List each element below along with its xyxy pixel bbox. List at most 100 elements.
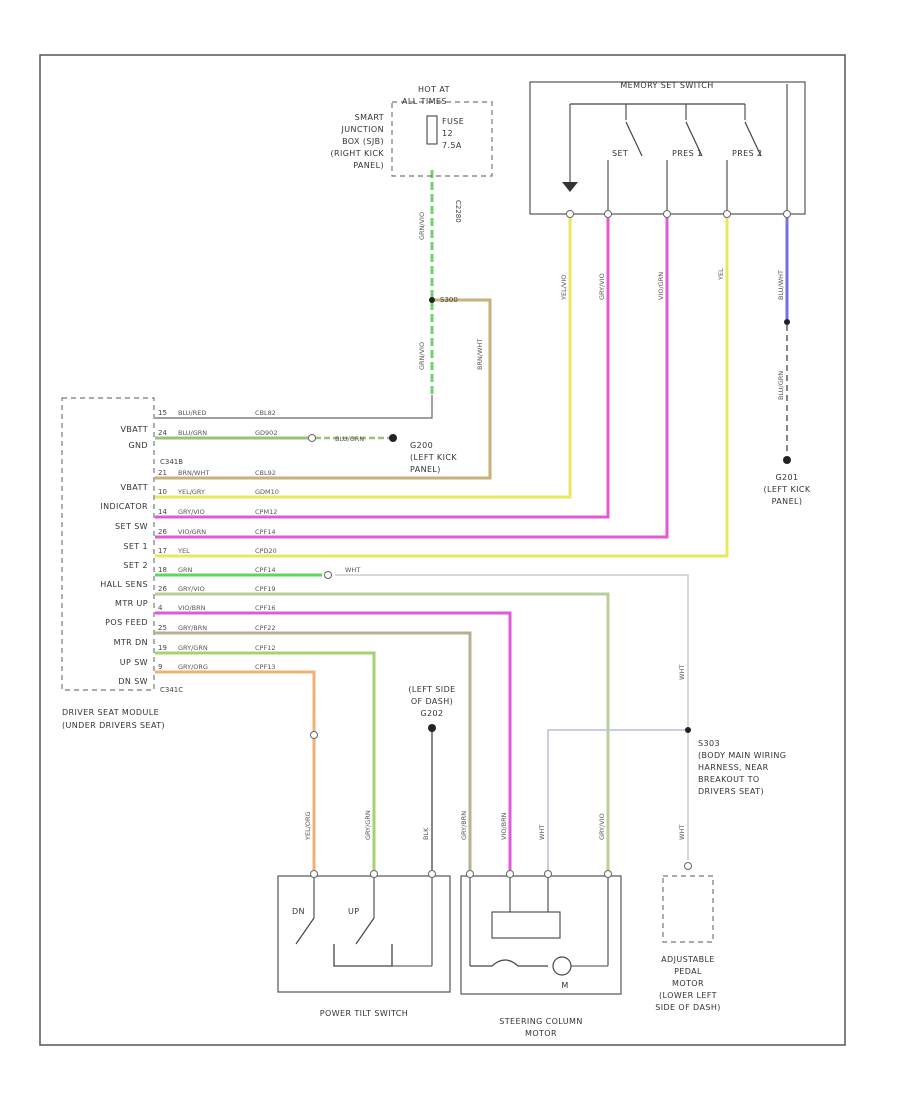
motor-winding bbox=[470, 959, 548, 967]
fuse-line-0: FUSE bbox=[442, 117, 464, 126]
hot-at-line2: ALL TIMES bbox=[402, 97, 447, 106]
wire-set-sw bbox=[155, 215, 610, 519]
g201-line-0: G201 bbox=[775, 473, 798, 482]
wire-mtr-up bbox=[155, 592, 610, 870]
fuse-connector: C2280 bbox=[454, 200, 462, 223]
pin-dot-mem-4 bbox=[723, 210, 731, 218]
s300-left-color: GRN/VIO bbox=[418, 342, 426, 370]
pin-9: 9 bbox=[158, 663, 162, 671]
tilt-wire-0: YEL/ORG bbox=[304, 811, 312, 841]
circuit-dn-sw: CPF13 bbox=[255, 663, 275, 671]
fuse-line-1: 12 bbox=[442, 129, 453, 138]
g200-line-1: (LEFT KICK bbox=[410, 453, 457, 462]
memory-wire-3: VIO/GRN bbox=[657, 272, 665, 300]
pin-26a: 26 bbox=[158, 528, 167, 536]
wire-s303-motor bbox=[547, 729, 688, 870]
pin-dot-tilt-1 bbox=[310, 870, 318, 878]
dsm-label-pos-feed: POS FEED bbox=[105, 618, 148, 627]
pin-dot-tilt-3 bbox=[428, 870, 436, 878]
indicator-led-icon bbox=[562, 182, 578, 192]
fuse-symbol bbox=[426, 115, 438, 145]
wire-hall-white bbox=[335, 574, 689, 860]
color-dn-sw: GRY/ORG bbox=[178, 663, 208, 671]
splice-s303: WHT S303 (BODY MAIN WIRING HARNESS, NEAR… bbox=[678, 665, 786, 840]
color-vbatt-15: BLU/RED bbox=[178, 409, 206, 417]
dsm-circuits: CBL82 GD902 CBL92 GDM10 CPM12 CPF14 CPD2… bbox=[255, 409, 279, 671]
g202-ground-icon bbox=[428, 724, 436, 732]
pin-18: 18 bbox=[158, 566, 167, 574]
column-wire-2: WHT bbox=[538, 825, 546, 840]
switch-label-pres1: PRES 1 bbox=[672, 149, 703, 158]
circuit-mtr-up: CPF19 bbox=[255, 585, 275, 593]
g200-ground-icon bbox=[389, 434, 397, 442]
s303-line-1: (BODY MAIN WIRING bbox=[698, 751, 786, 760]
hall-wire-color: WHT bbox=[345, 566, 360, 574]
color-gnd: BLU/GRN bbox=[178, 429, 207, 437]
dsm-pin-numbers: 15 24 21 10 14 26 17 18 26 4 25 19 9 bbox=[158, 409, 167, 671]
s300-label: S300 bbox=[440, 296, 458, 304]
color-vbatt-21: BRN/WHT bbox=[178, 469, 209, 477]
pedal-line-2: MOTOR bbox=[672, 979, 704, 988]
diagram-frame bbox=[39, 54, 846, 1046]
memory-switch-title: MEMORY SET SWITCH bbox=[620, 81, 713, 90]
fuse-line-2: 7.5A bbox=[442, 141, 462, 150]
adjustable-pedal-motor: ADJUSTABLE PEDAL MOTOR (LOWER LEFT SIDE … bbox=[655, 875, 720, 1012]
column-motor-outline bbox=[460, 875, 622, 995]
column-wire-1: VIO/BRN bbox=[500, 812, 508, 840]
tilt-up-blade bbox=[355, 917, 375, 945]
pin-dot-dn-inline bbox=[310, 731, 318, 739]
motor-icon bbox=[552, 956, 572, 976]
pin-dot-mem-3 bbox=[663, 210, 671, 218]
column-name-line-1: MOTOR bbox=[525, 1029, 557, 1038]
tilt-wire-1: GRY/GRN bbox=[364, 810, 372, 840]
g202-line-1: OF DASH) bbox=[411, 697, 453, 706]
color-up-sw: GRY/GRN bbox=[178, 644, 208, 652]
pin-dot-pedal bbox=[684, 862, 692, 870]
color-set-1: VIO/GRN bbox=[178, 528, 206, 536]
pin-dot-gnd-inline bbox=[308, 434, 316, 442]
switch-blade-pres2 bbox=[744, 121, 762, 157]
pin-25: 25 bbox=[158, 624, 167, 632]
sjb-line-2: BOX (SJB) bbox=[342, 137, 384, 146]
circuit-indicator: GDM10 bbox=[255, 488, 279, 496]
g201-ground-icon bbox=[783, 456, 791, 464]
s303-line-2: HARNESS, NEAR bbox=[698, 763, 769, 772]
pin-dot-mem-1 bbox=[566, 210, 574, 218]
motor-symbol: M bbox=[561, 981, 568, 990]
g201-wire-color: BLU/GRN bbox=[777, 371, 785, 400]
color-set-sw: GRY/VIO bbox=[178, 508, 205, 516]
dsm-label-vbatt-21: VBATT bbox=[121, 483, 148, 492]
dsm-label-vbatt-15: VBATT bbox=[121, 425, 148, 434]
dsm-label-indicator: INDICATOR bbox=[100, 502, 148, 511]
g200-line-0: G200 bbox=[410, 441, 433, 450]
g201-line-2: PANEL) bbox=[772, 497, 803, 506]
s303-up-color: WHT bbox=[678, 665, 686, 680]
dsm-label-dn-sw: DN SW bbox=[118, 677, 148, 686]
hall-sensor-block bbox=[491, 911, 561, 939]
wire-set-1 bbox=[155, 215, 669, 539]
switch-blade-pres1 bbox=[685, 121, 703, 157]
pedal-motor-outline bbox=[662, 875, 714, 943]
wire-set-2 bbox=[155, 215, 729, 558]
circuit-mtr-dn: CPF22 bbox=[255, 624, 275, 632]
connector-pins bbox=[308, 210, 791, 878]
wires bbox=[155, 170, 789, 870]
circuit-set-sw: CPM12 bbox=[255, 508, 277, 516]
wire-up-sw bbox=[155, 651, 376, 870]
dsm-name-line-1: (UNDER DRIVERS SEAT) bbox=[62, 721, 165, 730]
column-name-line-0: STEERING COLUMN bbox=[499, 1017, 582, 1026]
sjb-line-3: (RIGHT KICK bbox=[330, 149, 384, 158]
color-pos-feed: VIO/BRN bbox=[178, 604, 206, 612]
tilt-switch-outline bbox=[277, 875, 451, 993]
s300-dot bbox=[429, 297, 435, 303]
switch-blade-set bbox=[625, 121, 643, 157]
pin-4: 4 bbox=[158, 604, 163, 612]
circuit-set-2: CPD20 bbox=[255, 547, 277, 555]
color-hall: GRN bbox=[178, 566, 193, 574]
s303-dot bbox=[685, 727, 691, 733]
dsm-label-mtr-up: MTR UP bbox=[115, 599, 148, 608]
pin-dot-col-3 bbox=[544, 870, 552, 878]
g202-line-0: (LEFT SIDE bbox=[408, 685, 455, 694]
memory-wire-2: GRY/VIO bbox=[598, 273, 606, 300]
